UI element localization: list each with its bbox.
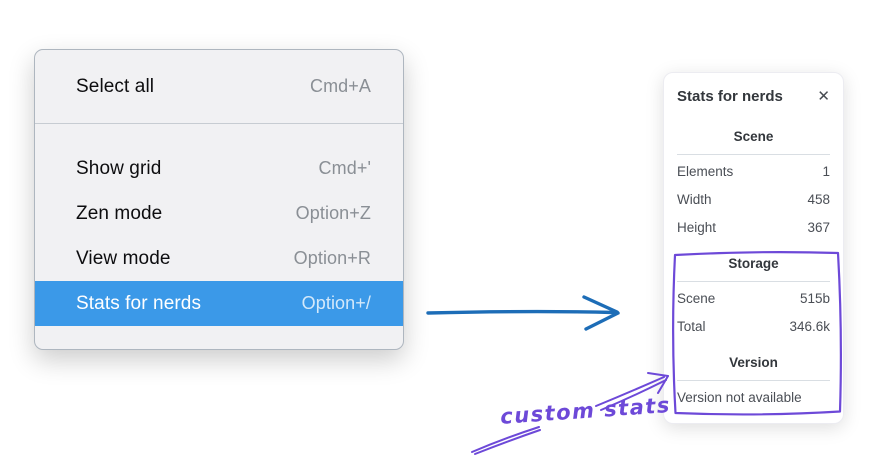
menu-section-view: Show grid Cmd+' Zen mode Option+Z View m… [35,124,403,348]
menu-section-top: Select all Cmd+A [35,50,403,123]
menu-item-stats-for-nerds[interactable]: Stats for nerds Option+/ [35,281,403,326]
stat-value: 515b [799,291,830,306]
stat-row-height: Height 367 [677,214,830,242]
stat-label: Total [677,319,706,334]
menu-item-zen-mode[interactable]: Zen mode Option+Z [35,191,403,236]
section-divider [677,380,830,381]
section-heading: Scene [733,129,774,144]
stats-panel-header: Stats for nerds ✕ [677,87,830,105]
section-divider [677,281,830,282]
menu-item-shortcut: Option+R [293,248,371,268]
menu-item-shortcut: Cmd+A [309,76,371,96]
stats-section-storage: Storage Scene 515b Total 346.6k [677,256,830,341]
menu-item-shortcut: Option+/ [301,293,371,313]
menu-item-shortcut: Cmd+' [318,158,371,178]
menu-item-label: View mode [76,247,171,269]
menu-item-label: Select all [76,75,155,97]
close-icon[interactable]: ✕ [817,87,830,105]
stats-panel: Stats for nerds ✕ Scene Elements 1 Width… [663,72,844,424]
stat-row-total-size: Total 346.6k [677,313,830,341]
version-note: Version not available [677,390,802,405]
menu-item-show-grid[interactable]: Show grid Cmd+' [35,146,403,191]
stat-value: 367 [807,220,830,235]
stats-panel-title: Stats for nerds [677,87,783,105]
stat-value: 1 [822,164,830,179]
stat-label: Height [677,220,717,235]
menu-item-view-mode[interactable]: View mode Option+R [35,236,403,281]
stats-section-version: Version Version not available [677,355,830,412]
custom-stats-arrow [595,372,669,411]
custom-stats-label: custom stats [499,393,671,429]
menu-item-select-all[interactable]: Select all Cmd+A [35,64,403,109]
stat-row-elements: Elements 1 [677,158,830,186]
menu-item-label: Show grid [76,157,162,179]
context-menu: Select all Cmd+A Show grid Cmd+' Zen mod… [34,49,404,350]
stat-label: Elements [677,164,734,179]
pointer-line [471,426,541,455]
menu-item-shortcut: Option+Z [295,203,371,223]
stat-row-width: Width 458 [677,186,830,214]
stat-label: Scene [677,291,716,306]
stat-row-scene-size: Scene 515b [677,285,830,313]
section-divider [677,154,830,155]
section-heading: Version [729,355,778,370]
menu-item-label: Stats for nerds [76,292,202,314]
stat-value: 458 [807,192,830,207]
stat-label: Width [677,192,712,207]
blue-arrow [426,295,620,331]
stats-section-scene: Scene Elements 1 Width 458 Height 367 [677,129,830,242]
menu-item-label: Zen mode [76,202,163,224]
stat-value: 346.6k [789,319,830,334]
menu-separator [35,123,403,124]
section-heading: Storage [728,256,779,271]
